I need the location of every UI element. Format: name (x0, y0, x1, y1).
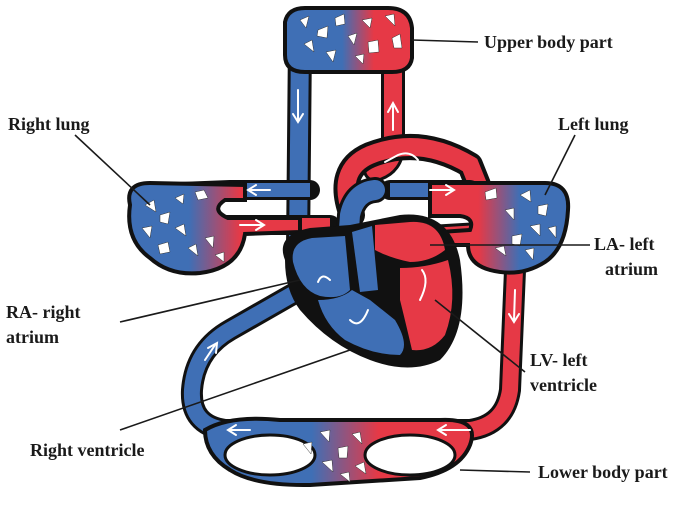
label-right-lung: Right lung (8, 114, 90, 134)
label-lower-body: Lower body part (538, 462, 668, 482)
left-ventricle (400, 260, 453, 351)
left-atrium (375, 221, 445, 262)
leader-upper-body (411, 39, 479, 43)
leader-lv (434, 299, 526, 373)
label-lv-line1: LV- left (530, 350, 588, 370)
leader-left-lung (544, 134, 576, 196)
leader-right-lung (74, 134, 151, 206)
right-atrium (292, 236, 350, 298)
leader-lines (74, 39, 590, 473)
label-la-line1: LA- left (594, 234, 654, 254)
label-ra-line1: RA- right (6, 302, 81, 322)
left-lung-capillaries (428, 181, 571, 275)
label-upper-body: Upper body part (484, 32, 613, 52)
right-lung-capillaries (127, 180, 302, 276)
lower-body-capillaries (202, 416, 474, 488)
label-left-lung: Left lung (558, 114, 629, 134)
heart (282, 214, 463, 368)
label-lv-line2: ventricle (530, 375, 597, 395)
leader-rv (119, 349, 351, 431)
label-ra-line2: atrium (6, 327, 59, 347)
leader-ra (119, 279, 301, 323)
leader-lower-body (459, 469, 531, 473)
label-right-ventricle: Right ventricle (30, 440, 144, 460)
labels: Upper body part Right lung Left lung LA-… (6, 32, 668, 482)
label-la-line2: atrium (605, 259, 658, 279)
upper-body-capillaries (283, 6, 414, 74)
flow-arrows (204, 89, 520, 436)
